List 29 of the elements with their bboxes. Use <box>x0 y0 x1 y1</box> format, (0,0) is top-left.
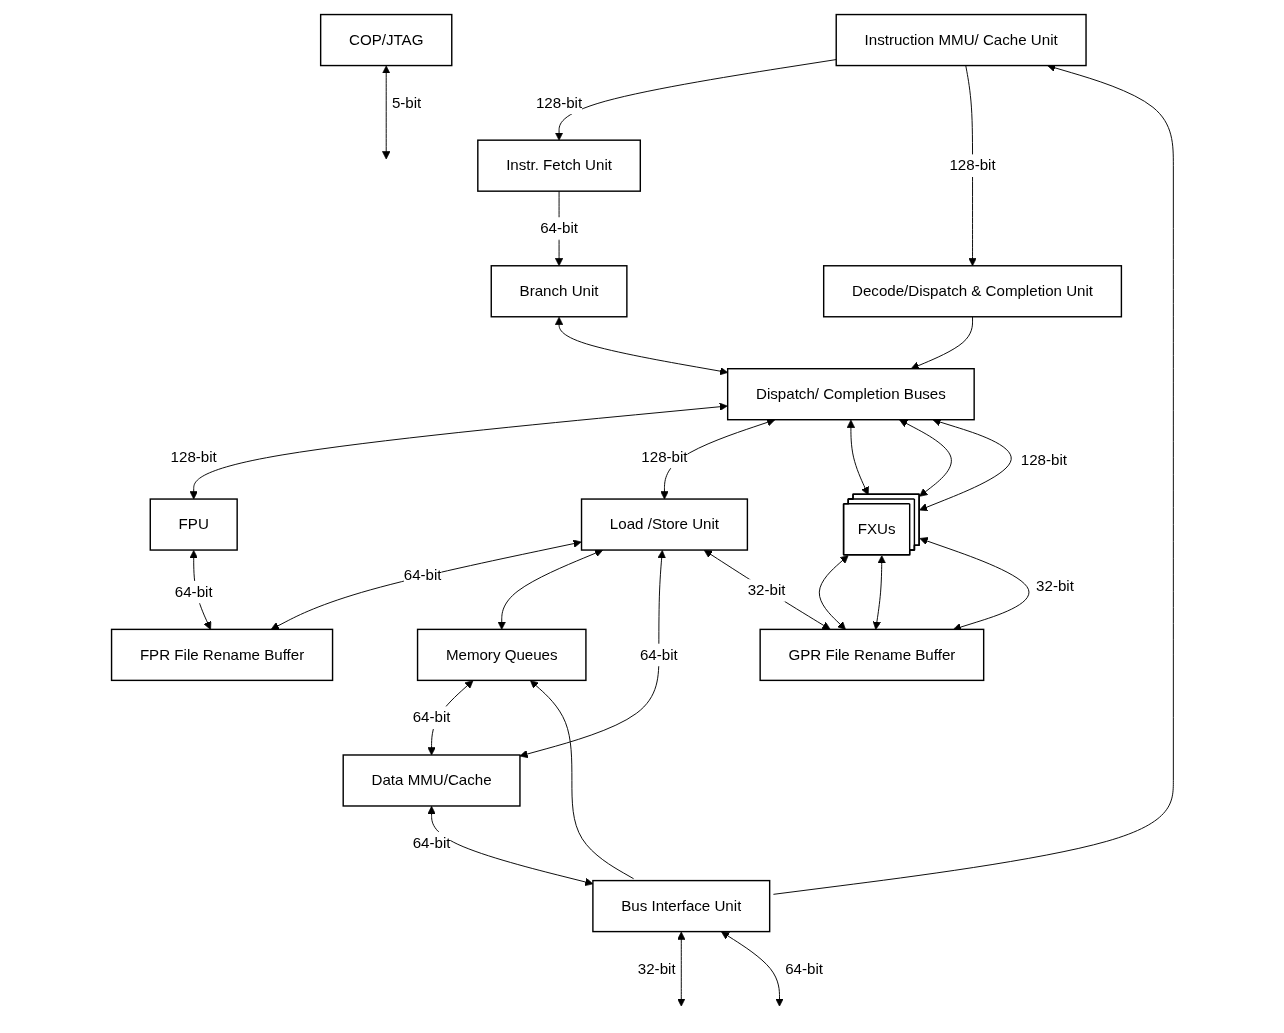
node-box <box>416 628 587 681</box>
edge-label: 5-bit <box>391 93 421 110</box>
edge-label: 128-bit <box>170 448 217 465</box>
edge-label: 64-bit <box>639 645 678 662</box>
node-box <box>759 628 984 681</box>
edge-label: 64-bit <box>403 566 442 583</box>
edge-label: 32-bit <box>1035 576 1074 593</box>
node-box <box>342 753 521 807</box>
edge-label: 64-bit <box>412 708 451 725</box>
node-box <box>149 497 238 551</box>
node-box <box>726 367 975 420</box>
edge-label: 64-bit <box>412 834 451 851</box>
edge-label: 64-bit <box>784 959 823 976</box>
node-box <box>580 497 748 551</box>
edge-label: 32-bit <box>747 581 786 598</box>
node-box <box>319 13 452 66</box>
edge-label: 32-bit <box>637 959 676 976</box>
edge-label: 64-bit <box>539 219 578 236</box>
node-box <box>476 138 641 192</box>
edge-label: 64-bit <box>174 583 213 600</box>
node-box <box>835 13 1087 66</box>
edge-label: 128-bit <box>640 448 688 465</box>
edge-label: 128-bit <box>535 93 582 110</box>
edge-label: 128-bit <box>1020 451 1067 468</box>
node-box <box>110 628 333 681</box>
node-box <box>822 264 1122 317</box>
node-box <box>591 879 770 932</box>
node-box <box>490 264 628 317</box>
edge-label: 128-bit <box>948 156 996 173</box>
